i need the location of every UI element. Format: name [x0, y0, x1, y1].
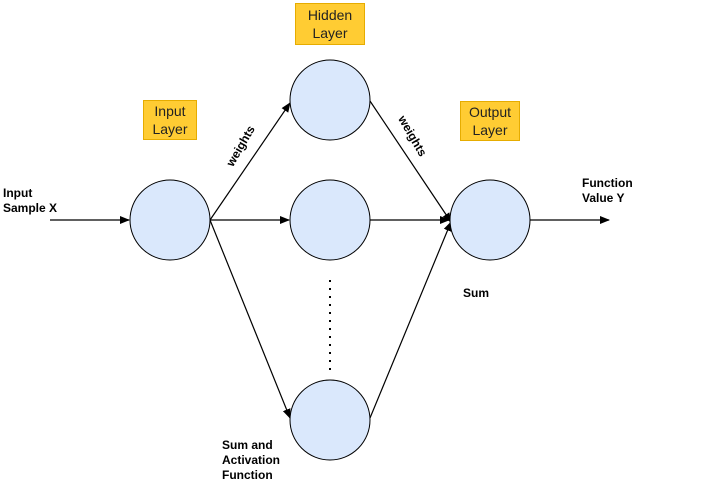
weights-label-right: weights — [395, 112, 430, 159]
weights-label-left: weights — [223, 123, 258, 170]
output-layer-label: Output Layer — [460, 101, 520, 141]
sum-label: Sum — [463, 286, 490, 300]
output-node — [449, 179, 531, 261]
edge-input-to-hidden-top — [209, 102, 291, 221]
sum-activation-label: Sum and Activation Function — [222, 438, 281, 482]
edge-hidden-top-to-output — [369, 100, 452, 223]
function-value-label: Function Value Y — [582, 176, 633, 205]
input-node — [129, 179, 211, 261]
edge-input-to-hidden-bottom — [209, 219, 291, 419]
edge-hidden-bottom-to-output — [369, 221, 452, 419]
hidden-node-bottom — [289, 379, 371, 461]
input-layer-label: Input Layer — [143, 100, 197, 140]
hidden-node-top — [289, 59, 371, 141]
hidden-layer-label: Hidden Layer — [295, 3, 365, 45]
hidden-node-middle — [289, 179, 371, 261]
input-sample-label: Input Sample X — [3, 186, 58, 215]
